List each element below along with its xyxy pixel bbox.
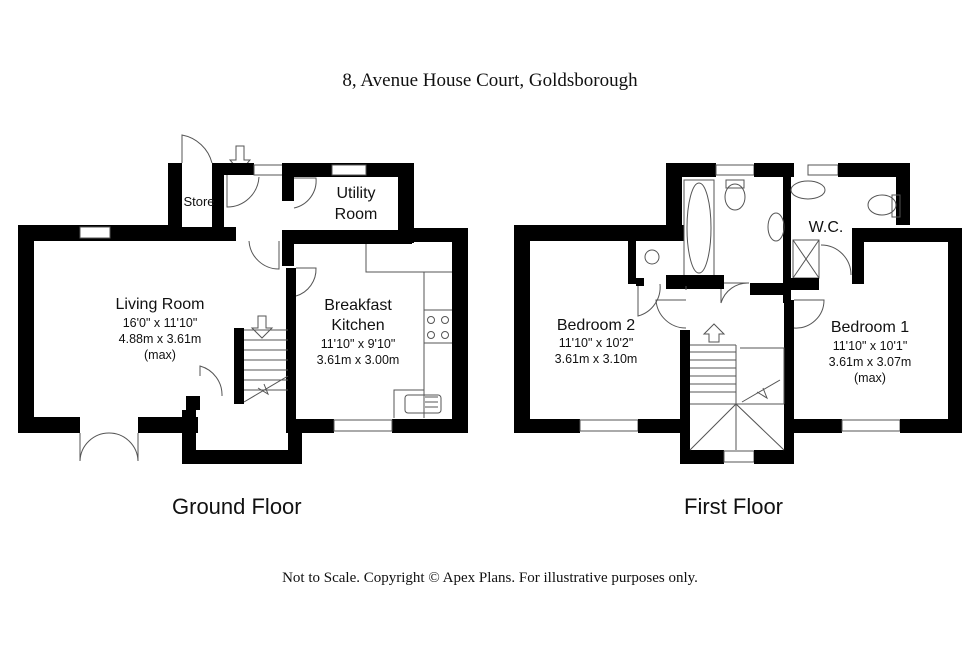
kitchen-name-line1: Breakfast [324, 297, 392, 314]
utility-label-line1: Utility [336, 185, 375, 202]
first-floor-plan [514, 163, 962, 464]
living-room-dim-metric: 4.88m x 3.61m [119, 332, 202, 346]
kitchen-name-line2: Kitchen [331, 317, 384, 334]
first-floor-label: First Floor [684, 494, 783, 519]
bedroom2-name: Bedroom 2 [557, 317, 635, 334]
store-label: Store [183, 194, 214, 209]
living-room-note: (max) [144, 348, 176, 362]
kitchen-dim-metric: 3.61m x 3.00m [317, 353, 400, 367]
wc-label: W.C. [809, 219, 844, 236]
property-title: 8, Avenue House Court, Goldsborough [342, 70, 638, 91]
bedroom1-note: (max) [854, 371, 886, 385]
living-room-name: Living Room [116, 296, 205, 313]
bedroom1-dim-metric: 3.61m x 3.07m [829, 355, 912, 369]
kitchen-dim-imperial: 11'10" x 9'10" [321, 337, 396, 351]
living-room-dim-imperial: 16'0" x 11'10" [123, 316, 198, 330]
ground-floor-label: Ground Floor [172, 494, 302, 519]
disclaimer-text: Not to Scale. Copyright © Apex Plans. Fo… [282, 570, 698, 586]
bedroom1-name: Bedroom 1 [831, 319, 909, 336]
bedroom2-dim-imperial: 11'10" x 10'2" [559, 336, 634, 350]
bedroom2-dim-metric: 3.61m x 3.10m [555, 352, 638, 366]
bedroom1-dim-imperial: 11'10" x 10'1" [833, 339, 908, 353]
utility-label-line2: Room [335, 206, 378, 223]
ground-floor-plan [18, 134, 468, 464]
